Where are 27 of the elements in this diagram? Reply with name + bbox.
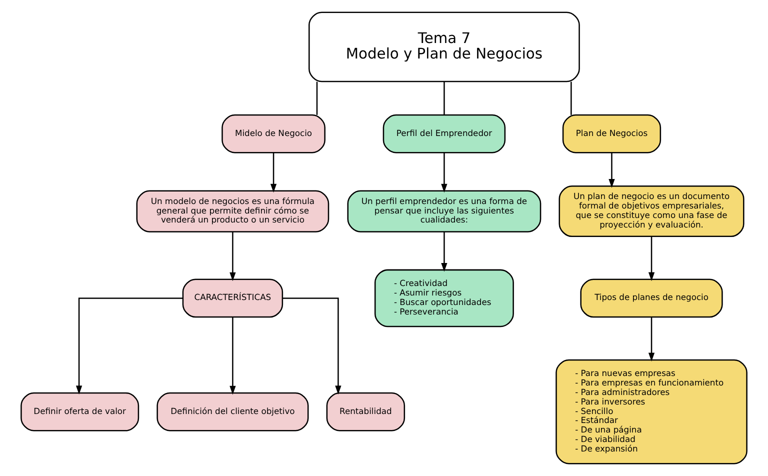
node-box: Tipos de planes de negocio [580,278,723,318]
arrow [282,298,342,394]
node-box: Un plan de negocio es un documento formal de objetivos empresariales, que se constituye como una fase de proyección y evaluación. [558,186,744,238]
connector [444,82,445,115]
node-box: - Creatividad - Asumir riesgos - Buscar oportunidades - Perseverancia [374,269,514,328]
connector [570,82,572,115]
node-box: Plan de Negocios [562,114,662,154]
node-box: Un modelo de negocios es una fórmula general que permite definir cómo se venderá un producto o un servicio [136,190,330,232]
node-box: - Para nuevas empresas - Para empresas en funcionamiento - Para administradores - Para inversores - Sencillo - Estándar - De una página - De viabilidad - De expansión [556,359,748,464]
arrow [76,298,183,394]
arrow [270,152,277,193]
node-box: Un perfil emprendedor es una forma de pensar que incluye las siguientes cualidades: [347,190,542,232]
node-box: CARACTERÍSTICAS [182,278,284,318]
arrow [230,317,236,395]
node-box: Definición del cliente objetivo [156,392,309,432]
arrow [608,152,615,188]
arrow [648,317,655,362]
connector [316,82,318,115]
arrow [441,152,448,193]
arrow [441,232,448,272]
node-box: Definir oferta de valor [20,392,140,432]
node-box: Rentabilidad [326,392,406,432]
node-box: Tema 7 Modelo y Plan de Negocios [308,12,580,82]
node-box: Midelo de Negocio [222,114,326,154]
arrow [230,232,236,282]
node-box: Perfil del Emprendedor [382,114,506,154]
arrow [648,236,655,282]
